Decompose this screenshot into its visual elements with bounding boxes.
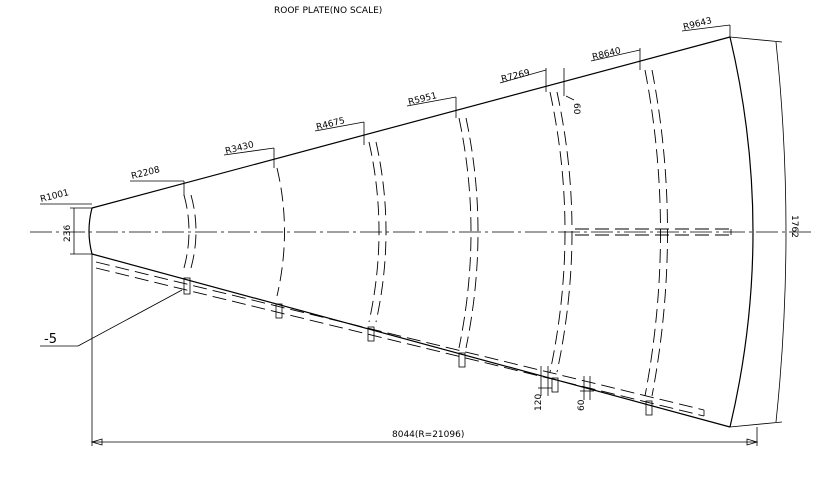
- tab-blocks: [183, 277, 653, 416]
- dim-60-top: 60: [571, 103, 581, 115]
- radius-label-r8640: R8640: [591, 46, 622, 63]
- bottom-rib: [95, 261, 705, 417]
- radius-label-r7269: R7269: [500, 68, 531, 85]
- plate-outline: [88, 36, 754, 428]
- radius-leaders: [40, 24, 731, 205]
- thickness-callout-label: -5: [44, 332, 57, 347]
- radius-label-r9643: R9643: [682, 16, 713, 33]
- drawing-title: ROOF PLATE(NO SCALE): [274, 6, 382, 16]
- ring-arcs: [183, 69, 668, 397]
- outer-arc-dimension: [729, 36, 787, 428]
- thickness-callout: [40, 289, 183, 347]
- outer-arc-label: 1762: [789, 215, 799, 238]
- bottom-small-dims: [538, 366, 594, 400]
- inner-arc-label: 236: [63, 225, 73, 242]
- radius-label-r1001: R1001: [39, 188, 70, 205]
- radius-label-r4675: R4675: [315, 116, 346, 133]
- inner-arc-dimension: [70, 207, 92, 255]
- overall-dimension: [90, 254, 759, 446]
- radius-label-r2208: R2208: [130, 165, 161, 182]
- overall-dimension-label: 8044(R=21096): [392, 430, 464, 440]
- dim-120: 120: [534, 394, 544, 411]
- dim-60-bottom: 60: [577, 399, 587, 411]
- center-rib: [575, 228, 732, 236]
- radius-label-r5951: R5951: [407, 91, 438, 108]
- radius-label-r3430: R3430: [224, 140, 255, 157]
